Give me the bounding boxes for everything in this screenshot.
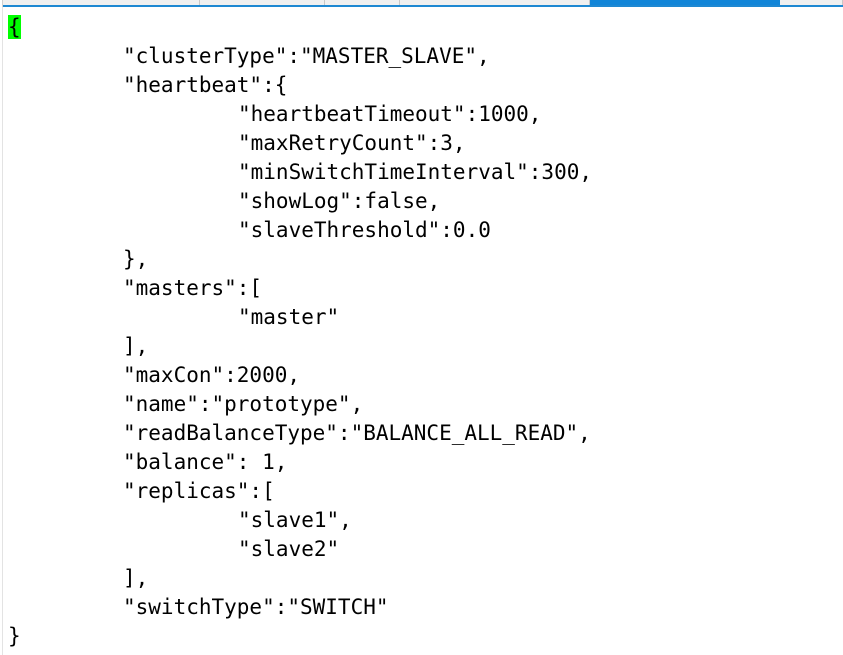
tab-bar-accent-underline <box>3 5 843 7</box>
code-text: "readBalanceType":"BALANCE_ALL_READ", <box>123 421 591 445</box>
code-line[interactable]: "minSwitchTimeInterval":300, <box>8 158 843 187</box>
code-line[interactable]: "balance": 1, <box>8 448 843 477</box>
code-line[interactable]: "replicas":[ <box>8 477 843 506</box>
code-line[interactable]: "masters":[ <box>8 274 843 303</box>
gutter-rule <box>2 7 3 655</box>
code-line[interactable]: }, <box>8 245 843 274</box>
code-line[interactable]: ], <box>8 564 843 593</box>
code-line[interactable]: ], <box>8 332 843 361</box>
code-line[interactable]: "maxRetryCount":3, <box>8 129 843 158</box>
code-text: }, <box>123 247 149 271</box>
code-text: "showLog":false, <box>238 189 441 213</box>
editor-canvas[interactable]: { "clusterType":"MASTER_SLAVE", "heartbeat… <box>0 7 843 655</box>
code-text: "minSwitchTimeInterval":300, <box>238 160 593 184</box>
code-line[interactable]: "maxCon":2000, <box>8 361 843 390</box>
code-line[interactable]: } <box>8 622 843 651</box>
code-text: "clusterType":"MASTER_SLAVE", <box>123 44 490 68</box>
tab-item-2[interactable] <box>200 0 325 5</box>
code-text: "heartbeatTimeout":1000, <box>238 102 542 126</box>
code-line[interactable]: "heartbeatTimeout":1000, <box>8 100 843 129</box>
code-text: "switchType":"SWITCH" <box>123 595 389 619</box>
code-text: ], <box>123 334 149 358</box>
code-text: "masters":[ <box>123 276 263 300</box>
code-line[interactable]: "slave1", <box>8 506 843 535</box>
tab-item-5[interactable] <box>590 0 780 5</box>
tab-item-1[interactable] <box>3 0 200 5</box>
code-line[interactable]: "name":"prototype", <box>8 390 843 419</box>
code-line[interactable]: "showLog":false, <box>8 187 843 216</box>
code-line[interactable]: "heartbeat":{ <box>8 71 843 100</box>
code-text: "maxCon":2000, <box>123 363 301 387</box>
code-text: "name":"prototype", <box>123 392 364 416</box>
code-text: } <box>8 624 21 648</box>
code-text: "replicas":[ <box>123 479 275 503</box>
code-text: "slave2" <box>238 537 340 561</box>
code-text: "balance": 1, <box>123 450 288 474</box>
bracket-match-highlight: { <box>8 15 21 39</box>
code-text: "slaveThreshold":0.0 <box>238 218 491 242</box>
code-text: ], <box>123 566 149 590</box>
tab-bar <box>0 0 843 7</box>
code-text: "slave1", <box>238 508 352 532</box>
code-text: "master" <box>238 305 340 329</box>
code-line[interactable]: "switchType":"SWITCH" <box>8 593 843 622</box>
code-line[interactable]: "readBalanceType":"BALANCE_ALL_READ", <box>8 419 843 448</box>
code-line[interactable]: "slave2" <box>8 535 843 564</box>
code-line[interactable]: "master" <box>8 303 843 332</box>
code-line[interactable]: { <box>8 13 843 42</box>
code-text: "maxRetryCount":3, <box>238 131 466 155</box>
code-content[interactable]: { "clusterType":"MASTER_SLAVE", "heartbeat… <box>0 7 843 651</box>
code-text: "heartbeat":{ <box>123 73 288 97</box>
code-line[interactable]: "clusterType":"MASTER_SLAVE", <box>8 42 843 71</box>
tab-item-4[interactable] <box>400 0 590 5</box>
code-line[interactable]: "slaveThreshold":0.0 <box>8 216 843 245</box>
tab-item-3[interactable] <box>325 0 400 5</box>
tab-bar-left-edge <box>0 0 3 7</box>
